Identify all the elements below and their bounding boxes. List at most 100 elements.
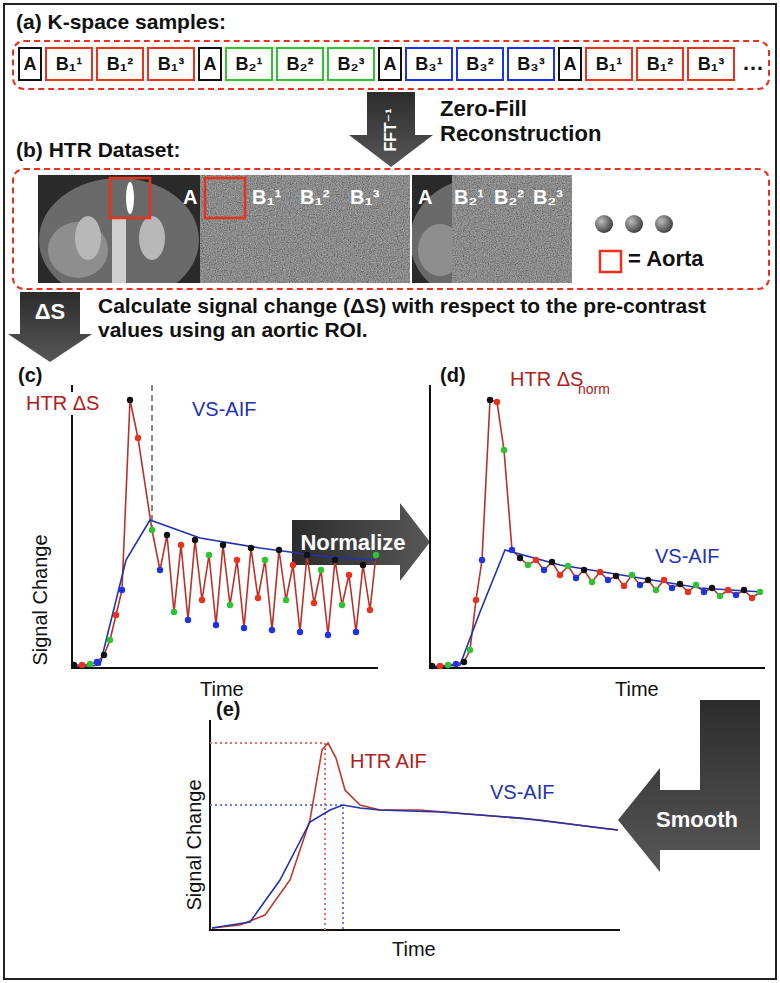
block-arrow: [349, 92, 433, 167]
sample-marker: [87, 661, 93, 667]
kidney-shape: [75, 216, 101, 260]
sample-marker: [613, 573, 619, 579]
series-subscript: norm: [578, 381, 610, 397]
image-label: B₁³: [350, 186, 379, 209]
axis-label: Time: [615, 678, 659, 701]
sample-marker: [549, 559, 555, 565]
peak-guide: [210, 743, 325, 930]
sample-marker: [637, 582, 643, 588]
sample-label: A: [384, 49, 397, 79]
sample-marker: [494, 399, 500, 405]
sample-marker: [557, 572, 563, 578]
sample-box: B₂²: [276, 47, 324, 81]
block-arrow: [8, 292, 92, 362]
sample-label: B₁³: [698, 49, 724, 79]
series-label: HTR AIF: [350, 750, 427, 773]
image-label: A: [418, 186, 432, 209]
kidney-shape: [139, 216, 165, 260]
panel-frame: (b) HTR Dataset:: [12, 168, 770, 290]
sample-marker: [157, 567, 163, 573]
sample-marker: [94, 659, 100, 665]
sample-marker: [101, 652, 107, 658]
image-label: B₁¹: [252, 186, 281, 209]
sample-marker: [367, 607, 373, 613]
continuation-mark: …: [742, 50, 764, 75]
sample-marker: [178, 542, 184, 548]
sample-marker: [573, 575, 579, 581]
sample-marker: [135, 435, 141, 441]
sample-marker: [199, 597, 205, 603]
sample-marker: [119, 587, 125, 593]
sample-marker: [429, 663, 435, 669]
sample-marker: [629, 572, 635, 578]
signal-curve: [432, 400, 760, 666]
arrow-label: FFT⁻¹: [382, 108, 400, 151]
ellipsis-dot: [595, 215, 613, 233]
sample-marker: [757, 589, 763, 595]
sample-marker: [360, 562, 366, 568]
sample-box: B₁²: [636, 47, 684, 81]
chart-axes: [72, 385, 378, 668]
sample-label: B₂¹: [236, 49, 263, 79]
sample-marker: [71, 662, 77, 668]
liver-shape: [418, 224, 452, 276]
series-label: VS-AIF: [655, 545, 719, 568]
sample-marker: [297, 629, 303, 635]
sample-marker: [467, 647, 473, 653]
sample-marker: [276, 547, 282, 553]
sample-marker: [677, 581, 683, 587]
aorta-shape: [126, 182, 134, 214]
sample-label: B₂³: [338, 49, 365, 79]
sample-box: B₃¹: [405, 47, 453, 81]
sample-label: B₁²: [107, 49, 133, 79]
sample-marker: [241, 625, 247, 631]
axis-label: Signal Change: [183, 779, 206, 910]
panel-heading: (a) K-space samples:: [16, 10, 226, 34]
image-label: B₁²: [300, 186, 329, 209]
sample-box: B₂¹: [225, 47, 273, 81]
image-label: B₂³: [533, 186, 563, 209]
sample-marker: [318, 567, 324, 573]
sample-marker: [283, 597, 289, 603]
sample-marker: [565, 563, 571, 569]
sample-label: B₁²: [647, 49, 673, 79]
sample-marker: [749, 595, 755, 601]
arrow-label: Smooth: [656, 807, 738, 832]
sample-marker: [717, 593, 723, 599]
signal-curve: [432, 550, 762, 667]
sample-marker: [741, 587, 747, 593]
panel-letter: (d): [440, 364, 466, 387]
sample-box: B₁¹: [45, 47, 93, 81]
spine-shape: [112, 218, 126, 283]
sample-marker: [701, 589, 707, 595]
sample-marker: [171, 609, 177, 615]
sample-marker: [346, 572, 352, 578]
sample-marker: [487, 397, 493, 403]
sample-marker: [437, 663, 443, 669]
sample-marker: [693, 582, 699, 588]
sample-marker: [290, 562, 296, 568]
sample-box: B₁¹: [585, 47, 633, 81]
series-label: HTR ΔS: [24, 392, 101, 415]
aorta-roi: [110, 178, 150, 218]
panel-heading: (b) HTR Dataset:: [16, 138, 181, 162]
sample-label: B₁³: [158, 49, 184, 79]
step-caption: Calculate signal change (ΔS) with respec…: [98, 294, 770, 342]
sample-marker: [653, 587, 659, 593]
sample-marker: [192, 537, 198, 543]
axis-label: Signal Change: [29, 534, 52, 665]
panel-letter: (c): [18, 364, 42, 387]
body-outline: [412, 178, 452, 283]
chart-axes: [430, 385, 765, 668]
block-arrow: [618, 700, 760, 872]
sample-marker: [248, 545, 254, 551]
sample-marker: [79, 662, 85, 668]
sample-marker: [220, 542, 226, 548]
sample-marker: [255, 595, 261, 601]
sample-marker: [185, 617, 191, 623]
sample-marker: [725, 587, 731, 593]
sample-marker: [661, 577, 667, 583]
series-label: VS-AIF: [192, 398, 256, 421]
sample-box: B₁³: [147, 47, 195, 81]
signal-curve: [212, 805, 618, 928]
